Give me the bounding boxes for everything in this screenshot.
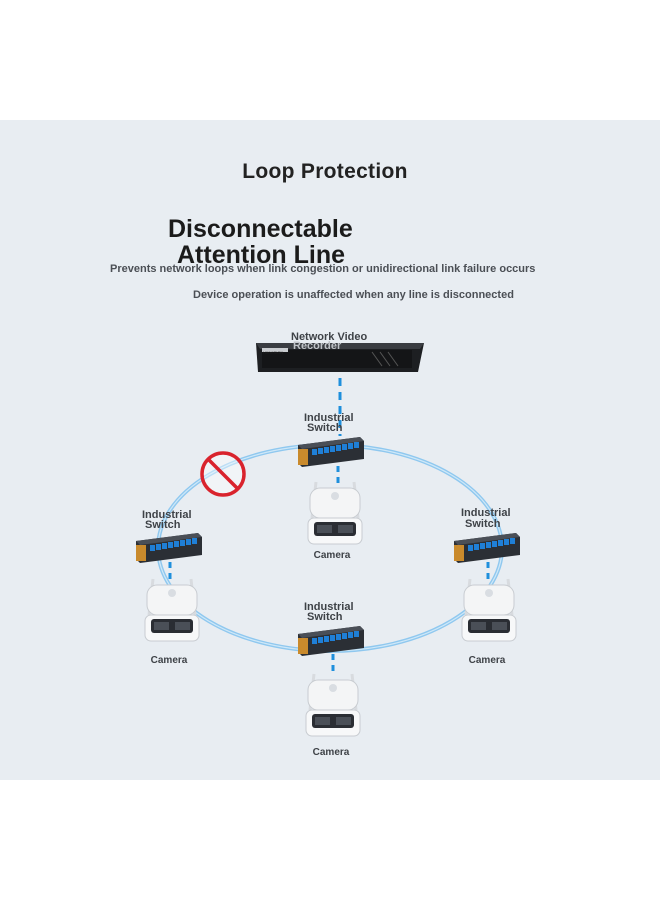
page-title: Loop Protection (242, 160, 408, 183)
switch-left-label-line2: Switch (145, 519, 181, 531)
camera-bottom-label: Camera (312, 747, 350, 758)
switch-device-right (454, 533, 520, 563)
headline-line1: Disconnectable (168, 215, 353, 243)
nvr-label-line2: Recorder (293, 340, 342, 352)
nvr-brand: HIKVISION (263, 350, 283, 355)
switch-right-label-line1: Industrial (461, 507, 511, 519)
switch-left-label-line1: Industrial (142, 509, 192, 521)
camera-icon-right (461, 578, 517, 642)
subtitle-loop-prevention: Prevents network loops when link congest… (110, 263, 536, 275)
switch-bottom-label-line2: Switch (307, 611, 343, 623)
nvr-label-line1: Network Video (291, 331, 368, 343)
switch-top-label-line1: Industrial (304, 412, 354, 424)
switch-device-bottom (298, 626, 364, 656)
camera-top-label: Camera (313, 550, 351, 561)
camera-left-label: Camera (150, 655, 188, 666)
camera-icon-bottom (305, 673, 361, 737)
no-entry-icon (200, 451, 246, 497)
headline-line2: Attention Line (177, 241, 346, 269)
switch-right-label-line2: Switch (465, 518, 501, 530)
switch-top-label-line2: Switch (307, 422, 343, 434)
switch-device-left (136, 533, 202, 563)
nvr-device (256, 343, 424, 372)
camera-icon-top (307, 481, 363, 545)
subtitle-line-disconnect: Device operation is unaffected when any … (193, 289, 514, 301)
switch-device-top (298, 437, 364, 467)
switch-bottom-label-line1: Industrial (304, 601, 354, 613)
camera-icon-left (144, 578, 200, 642)
camera-right-label: Camera (468, 655, 506, 666)
